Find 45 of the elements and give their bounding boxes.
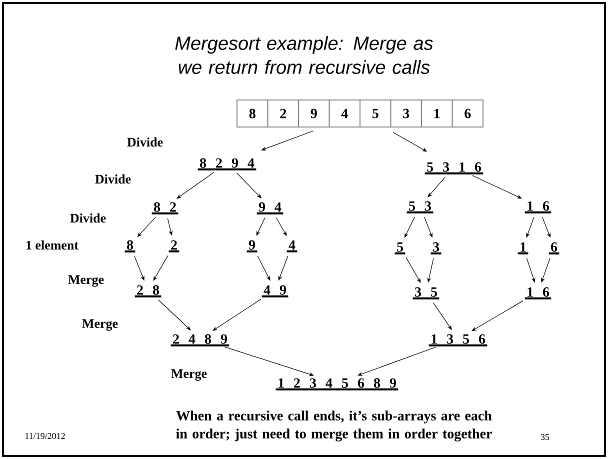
number-list: 8 — [124, 240, 136, 252]
step-label: Divide — [70, 213, 106, 223]
arrow — [153, 255, 168, 281]
number-list: 3 5 — [412, 287, 440, 300]
number-list: 9 — [246, 240, 258, 252]
number-list: 6 — [548, 242, 560, 254]
step-label: Divide — [127, 137, 163, 147]
number-list: 5 3 — [406, 201, 434, 214]
array-cell: 2 — [267, 100, 299, 128]
number-list: 2 8 — [134, 285, 162, 298]
number-list: 1 3 5 6 — [428, 334, 488, 346]
number-list: 9 4 — [256, 202, 284, 214]
array-cell: 1 — [421, 100, 453, 128]
caption: When a recursive call ends, it’s sub-arrays are each in order; just need to merge them in order together — [176, 410, 492, 442]
array-cell: 4 — [328, 100, 360, 128]
number-list: 5 3 1 6 — [424, 162, 484, 174]
array-cell: 3 — [390, 100, 422, 128]
arrow — [176, 172, 214, 199]
number-list: 1 — [518, 242, 528, 254]
number-list: 1 6 — [524, 287, 552, 300]
date: 11/19/2012 — [25, 432, 65, 440]
page-number: 35 — [540, 434, 550, 440]
number-list: 5 — [394, 242, 406, 254]
arrow — [428, 176, 446, 198]
step-label: Divide — [95, 174, 131, 184]
array-cell: 8 — [236, 100, 268, 128]
number-list: 2 — [168, 240, 180, 252]
arrow — [406, 257, 421, 283]
number-list: 4 9 — [262, 285, 288, 298]
number-list: 2 4 8 9 — [170, 334, 230, 346]
array-cell: 5 — [360, 100, 392, 128]
step-label: Merge — [68, 275, 104, 287]
title: Mergesort example: Merge as we return from recursive calls — [175, 36, 433, 74]
step-label: Merge — [171, 369, 207, 381]
step-label: Merge — [82, 319, 118, 331]
number-list: 4 — [286, 240, 298, 252]
number-list: 8 2 — [152, 202, 178, 214]
array-cell: 6 — [452, 100, 484, 128]
number-list: 1 2 3 4 5 6 8 9 — [276, 378, 398, 390]
number-list: 1 6 — [524, 201, 552, 214]
step-label: 1 element — [26, 240, 78, 250]
number-list: 3 — [430, 242, 442, 254]
array-cell: 9 — [298, 100, 330, 128]
arrow — [404, 216, 415, 238]
number-list: 8 2 9 4 — [198, 158, 256, 170]
